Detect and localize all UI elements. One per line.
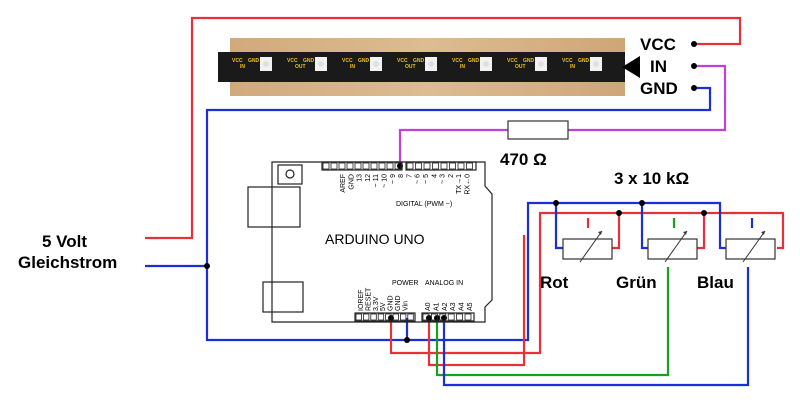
top-pin-label: 12 [365,174,372,182]
power-pin-label: GND [388,295,395,311]
strip-cell-label: IN [570,64,575,70]
a2-wire [442,267,750,387]
analog-section-label: ANALOG IN [425,280,463,287]
gnd-wire [145,86,712,268]
strip-cell-label: VCC [452,58,463,64]
power-pin-label: 3,3V [373,296,380,311]
strip-cell-label: IN [460,64,465,70]
power-pin-label: RESET [365,287,372,311]
resistor-label: 470 Ω [500,150,547,169]
strip-cell-label: GND [468,58,480,64]
pot-vcc-wire [389,211,785,355]
pot-name-blau: Blau [697,273,734,292]
top-pin-label: ~ 9 [390,174,397,184]
strip-cell-label: IN [350,64,355,70]
top-pin-label: ~ 3 [440,174,447,184]
resistor-470: 470 Ω [500,120,569,169]
analog-pin-label: A0 [425,302,432,311]
power-pin-label: GND [395,295,402,311]
vcc-wire [145,16,742,240]
analog-pin-label: A3 [450,302,457,311]
potentiometers: 3 x 10 kΩ Rot Grün Blau [540,169,776,292]
pot-rot [562,238,613,260]
strip-cell-label: OUT [295,64,306,70]
power-section-label: POWER [392,280,418,287]
power-pin-label: IOREF [358,290,365,311]
power-line2: Gleichstrom [18,253,117,272]
wires [145,16,785,387]
top-pin-label: 8 [398,174,405,178]
pot-name-rot: Rot [540,273,569,292]
top-pin-label: ~ 5 [423,174,430,184]
strip-cell-label: GND [303,58,315,64]
pots-label: 3 x 10 kΩ [614,169,689,188]
analog-pin-label: A2 [442,302,449,311]
strip-cell-label: VCC [342,58,353,64]
strip-vcc-label: VCC [640,35,676,54]
data-wire-2 [398,128,508,166]
pot-name-gruen: Grün [616,273,657,292]
strip-direction-arrow-icon [622,56,640,78]
top-pin-label: RX←0 [465,174,472,195]
gnd-wire-arduino [205,266,409,342]
reset-button [277,164,303,185]
strip-cell-label: GND [358,58,370,64]
analog-pin-label: A4 [459,302,466,311]
strip-cell-label: OUT [515,64,526,70]
strip-cell-label: VCC [287,58,298,64]
top-pin-label: GND [348,174,355,190]
strip-cell-label: IN [240,64,245,70]
top-pin-label: TX→1 [456,174,463,194]
top-pin-label: ~ 11 [373,174,380,187]
top-pin-label: AREF [340,174,347,193]
pot-gnd-wire [407,201,726,342]
strip-cell-label: GND [578,58,590,64]
power-jack [262,281,304,313]
data-wire [568,64,727,132]
top-pin-label: 13 [357,174,364,182]
strip-gnd-label: GND [640,79,678,98]
top-pin-label: 2 [448,174,455,178]
strip-cell-label: VCC [507,58,518,64]
digital-label: DIGITAL (PWM ~) [396,201,452,208]
strip-cell-label: GND [413,58,425,64]
top-pin-label: 4 [431,174,438,178]
analog-pin-label: A1 [433,302,440,311]
analog-pin-label: A5 [467,302,474,311]
strip-cell-label: VCC [562,58,573,64]
pot-gruen [647,238,698,260]
usb-connector [247,186,301,228]
power-line1: 5 Volt [42,232,87,251]
pot-blau [725,238,776,260]
power-pin-label: Vin [402,301,409,311]
a1-wire [435,267,670,377]
power-pin-label: 5V [380,302,387,311]
strip-cell-label: VCC [397,58,408,64]
strip-cell-label: VCC [232,58,243,64]
strip-cell-label: GND [523,58,535,64]
strip-in-label: IN [650,57,667,76]
strip-cell-label: OUT [405,64,416,70]
top-pin-label: ~ 10 [382,174,389,188]
strip-cell-label: GND [248,58,260,64]
arduino-name: ARDUINO UNO [325,231,425,247]
arduino-board [247,161,493,323]
top-pin-label: ~ 6 [415,174,422,184]
top-pin-label: 7 [406,174,413,178]
a0-wire [427,235,526,367]
